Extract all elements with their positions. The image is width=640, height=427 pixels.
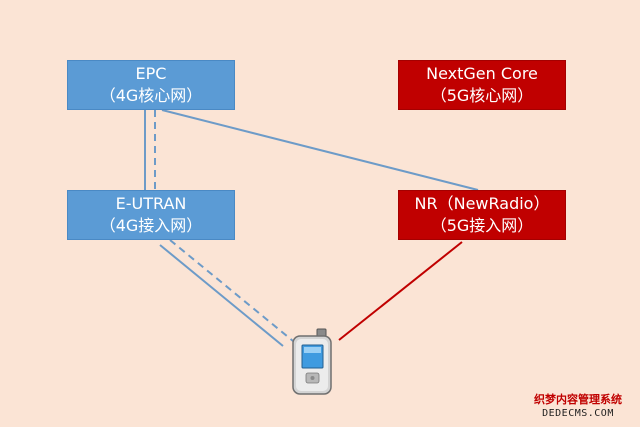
watermark: 织梦内容管理系统 DEDECMS.COM [522, 393, 634, 423]
mobile-phone-icon [292, 328, 332, 395]
epc-node: EPC （4G核心网） [67, 60, 235, 110]
nextgen-core-subtitle: （5G核心网） [430, 86, 534, 105]
nr-subtitle: （5G接入网） [430, 216, 534, 235]
nextgen-core-node: NextGen Core （5G核心网） [398, 60, 566, 110]
epc-subtitle: （4G核心网） [99, 86, 203, 105]
link-eutran-phone-solid [159, 244, 284, 347]
eutran-title: E-UTRAN [115, 194, 187, 213]
epc-title: EPC [135, 64, 167, 83]
watermark-line1: 织梦内容管理系统 [534, 393, 622, 406]
link-epc-nr [161, 109, 479, 191]
watermark-line2: DEDECMS.COM [542, 408, 614, 419]
link-nr-phone [338, 241, 463, 341]
nr-node: NR（NewRadio） （5G接入网） [398, 190, 566, 240]
nr-title: NR（NewRadio） [414, 194, 550, 213]
eutran-subtitle: （4G接入网） [99, 216, 203, 235]
link-eutran-phone-dashed [169, 239, 294, 342]
nextgen-core-title: NextGen Core [426, 64, 538, 83]
eutran-node: E-UTRAN （4G接入网） [67, 190, 235, 240]
